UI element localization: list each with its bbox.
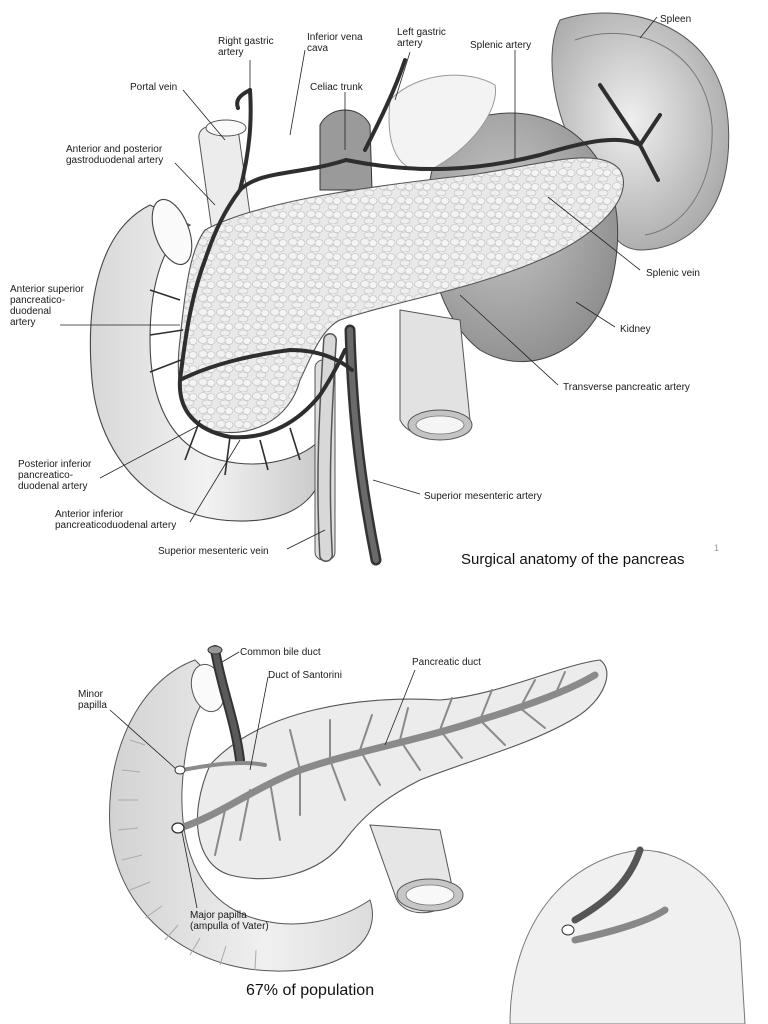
label-common-bile-duct: Common bile duct — [240, 647, 321, 658]
label-transverse-pancreatic-artery: Transverse pancreatic artery — [563, 382, 690, 393]
pancreatic-duct-figure: Common bile duct Duct of Santorini Pancr… — [78, 645, 746, 1024]
figure1-caption: Surgical anatomy of the pancreas — [461, 551, 685, 568]
page-number: 1 — [714, 543, 720, 553]
label-major-papilla: Major papilla(ampulla of Vater) — [190, 910, 269, 932]
label-superior-mesenteric-artery: Superior mesenteric artery — [424, 491, 542, 502]
label-pancreatic-duct: Pancreatic duct — [412, 657, 481, 668]
label-duct-of-santorini: Duct of Santorini — [268, 670, 342, 681]
label-portal-vein: Portal vein — [130, 82, 177, 93]
label-spleen: Spleen — [660, 14, 691, 25]
duodenum-shape-2 — [109, 659, 373, 972]
label-superior-mesenteric-vein: Superior mesenteric vein — [158, 546, 269, 557]
label-splenic-vein: Splenic vein — [646, 268, 700, 279]
label-splenic-artery: Splenic artery — [470, 40, 531, 51]
label-celiac-trunk: Celiac trunk — [310, 82, 364, 93]
label-kidney: Kidney — [620, 324, 651, 335]
figure2-caption: 67% of population — [246, 982, 375, 999]
